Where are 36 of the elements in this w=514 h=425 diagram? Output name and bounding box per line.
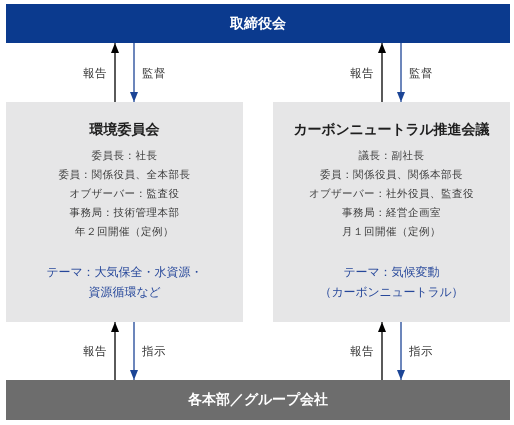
arrow — [111, 322, 119, 380]
edge-label: 報告 — [82, 343, 108, 359]
edge-label: 報告 — [82, 64, 108, 80]
edge-label: 監督 — [408, 64, 434, 80]
arrow — [397, 43, 405, 102]
panel-line: 月１回開催（定例） — [342, 225, 441, 240]
info-panel — [273, 102, 510, 322]
panel-line: 事務局：経営企画室 — [342, 206, 441, 221]
panel-line: 事務局：技術管理本部 — [70, 206, 180, 221]
edge-label: 指示 — [408, 343, 434, 359]
edge-label: 報告 — [349, 343, 375, 359]
panel-heading: カーボンニュートラル推進会議 — [294, 121, 490, 140]
arrow — [378, 43, 386, 102]
arrow — [130, 322, 138, 380]
panel-line: 委員：関係役員、関係本部長 — [320, 168, 463, 183]
panel-heading: 環境委員会 — [90, 120, 160, 140]
edge-label: 指示 — [141, 343, 167, 359]
panel-line: オブザーバー：監査役 — [70, 187, 180, 202]
banner-title: 各本部／グループ会社 — [188, 391, 328, 409]
panel-line: 委員：関係役員、全本部長 — [58, 168, 190, 183]
arrow — [111, 43, 119, 102]
arrow — [378, 322, 386, 380]
info-panel — [6, 102, 243, 322]
banner-title: 取締役会 — [230, 14, 286, 32]
panel-line: 年２回開催（定例） — [75, 225, 174, 240]
edge-label: 報告 — [349, 64, 375, 80]
panel-line: 委員長：社長 — [92, 149, 158, 164]
arrow — [130, 43, 138, 102]
panel-line: 議長：副社長 — [358, 149, 424, 164]
theme-text: テーマ：大気保全・水資源・資源循環など — [46, 264, 204, 301]
panel-line: オブザーバー：社外役員、監査役 — [309, 187, 474, 202]
theme-text: テーマ：気候変動（カーボンニュートラル） — [318, 264, 464, 301]
banner-box — [6, 380, 510, 420]
arrow — [397, 322, 405, 380]
banner-box — [6, 4, 510, 43]
edge-label: 監督 — [141, 64, 167, 80]
